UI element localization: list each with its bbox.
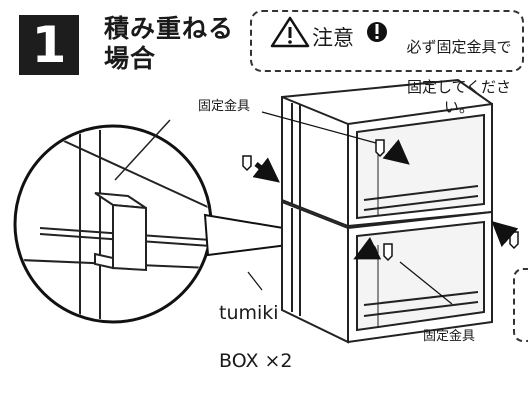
step-number: 1 [31,16,67,74]
caution-word: 注意 [312,26,354,50]
exclamation-circle-icon [367,22,387,42]
step-number-badge: 1 [19,15,79,75]
dashed-edge-box [513,268,528,342]
product-label: tumiki BOX ×2 [219,277,293,397]
page-title: 積み重ねる 場合 [104,14,234,74]
caution-text: 必ず固定金具で 固定してください。 [392,17,526,137]
caution-box [250,10,524,72]
caution-line-2: 固定してください。 [406,78,512,116]
magnified-detail-circle [13,119,213,324]
zoom-pointer [203,213,344,257]
stacking-illustration [13,16,519,344]
title-line-1: 積み重ねる [104,14,235,43]
title-line-2: 場合 [104,44,157,73]
bracket-label-top: 固定金具 [198,99,251,114]
warning-triangle-icon [270,16,310,48]
leader-lines [247,111,453,305]
product-line-2: BOX ×2 [219,350,293,372]
bracket-label-bottom: 固定金具 [423,329,476,344]
product-line-1: tumiki [219,302,279,324]
arrow-icon [252,139,519,260]
caution-line-1: 必ず固定金具で [406,38,512,56]
